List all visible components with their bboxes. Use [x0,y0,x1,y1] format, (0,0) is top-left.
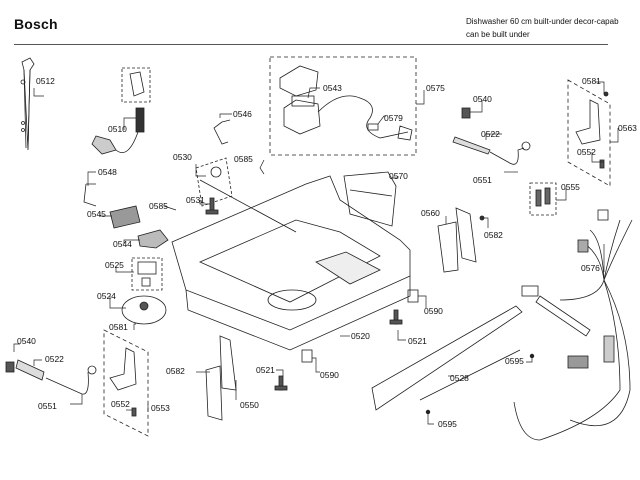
part-label-0579[interactable]: 0579 [384,113,403,123]
model-title-line2: can be built under [466,30,530,39]
part-0576-drawing [513,209,633,441]
part-label-0543[interactable]: 0543 [323,83,342,93]
part-0555-drawing [529,182,557,216]
part-0545-drawing [109,205,141,229]
part-label-0570[interactable]: 0570 [389,171,408,181]
part-label-0555[interactable]: 0555 [561,182,580,192]
part-label-0540-top[interactable]: 0540 [473,94,492,104]
part-label-0576[interactable]: 0576 [581,263,600,273]
part-label-0545[interactable]: 0545 [87,209,106,219]
part-label-0521-bottom[interactable]: 0521 [256,365,275,375]
part-0550-drawing [205,335,237,421]
part-label-0522-bottom[interactable]: 0522 [45,354,64,364]
part-0553-drawing [103,329,149,437]
part-label-0550[interactable]: 0550 [240,400,259,410]
part-0570-drawing [343,171,397,227]
part-label-0585-mid[interactable]: 0585 [149,201,168,211]
part-label-0528[interactable]: 0528 [450,373,469,383]
part-label-0560[interactable]: 0560 [421,208,440,218]
part-label-0553[interactable]: 0553 [151,403,170,413]
part-0525-drawing [131,257,163,291]
part-label-0510[interactable]: 0510 [108,124,127,134]
part-0540-top-drawing [461,107,471,119]
part-label-0551-top[interactable]: 0551 [473,175,492,185]
header-divider [14,44,608,45]
part-0530-drawing [195,157,297,233]
part-0560-drawing [437,207,485,273]
part-label-0522-top[interactable]: 0522 [481,129,500,139]
part-label-0563[interactable]: 0563 [618,123,637,133]
part-label-0552-bottom[interactable]: 0552 [111,399,130,409]
part-label-0582-top[interactable]: 0582 [484,230,503,240]
part-label-0524[interactable]: 0524 [97,291,116,301]
part-label-0582-bottom[interactable]: 0582 [166,366,185,376]
part-label-0575[interactable]: 0575 [426,83,445,93]
part-0590-drawing [301,289,419,363]
part-label-0531[interactable]: 0531 [186,195,205,205]
part-0544-drawing [137,229,169,249]
part-label-0581-bottom[interactable]: 0581 [109,322,128,332]
part-0563-drawing [567,79,611,187]
part-label-0590-right[interactable]: 0590 [424,306,443,316]
part-label-0512[interactable]: 0512 [36,76,55,86]
base-frame-drawing [171,175,411,351]
part-label-0595-right[interactable]: 0595 [505,356,524,366]
part-0546-drawing [213,119,231,145]
part-0522-top-drawing [452,136,531,165]
part-label-0540-bottom[interactable]: 0540 [17,336,36,346]
part-0521-drawing [274,309,403,391]
part-label-0546[interactable]: 0546 [233,109,252,119]
brand-name: Bosch [14,16,58,32]
part-label-0544[interactable]: 0544 [113,239,132,249]
part-0512-drawing [20,57,35,151]
part-label-0520[interactable]: 0520 [351,331,370,341]
part-label-0548[interactable]: 0548 [98,167,117,177]
part-0575-drawing [269,56,417,156]
leader-lines [13,81,619,425]
part-label-0581-top[interactable]: 0581 [582,76,601,86]
part-0531-drawing [205,197,219,215]
part-label-0551-bottom[interactable]: 0551 [38,401,57,411]
model-title-line1: Dishwasher 60 cm built-under decor-capab [466,17,619,26]
part-label-0552-top[interactable]: 0552 [577,147,596,157]
part-0548-drawing [83,183,97,207]
part-0510-drawing [91,67,151,155]
part-label-0530[interactable]: 0530 [173,152,192,162]
part-label-0525[interactable]: 0525 [105,260,124,270]
part-label-0585-top[interactable]: 0585 [234,154,253,164]
part-labels: 0512 0510 0546 0543 0579 0575 0540 0522 … [17,76,637,429]
part-label-0521-right[interactable]: 0521 [408,336,427,346]
part-label-0595-bottom[interactable]: 0595 [438,419,457,429]
part-0524-drawing [121,295,167,325]
part-label-0590-bottom[interactable]: 0590 [320,370,339,380]
part-0522-bottom-drawing [5,359,97,395]
